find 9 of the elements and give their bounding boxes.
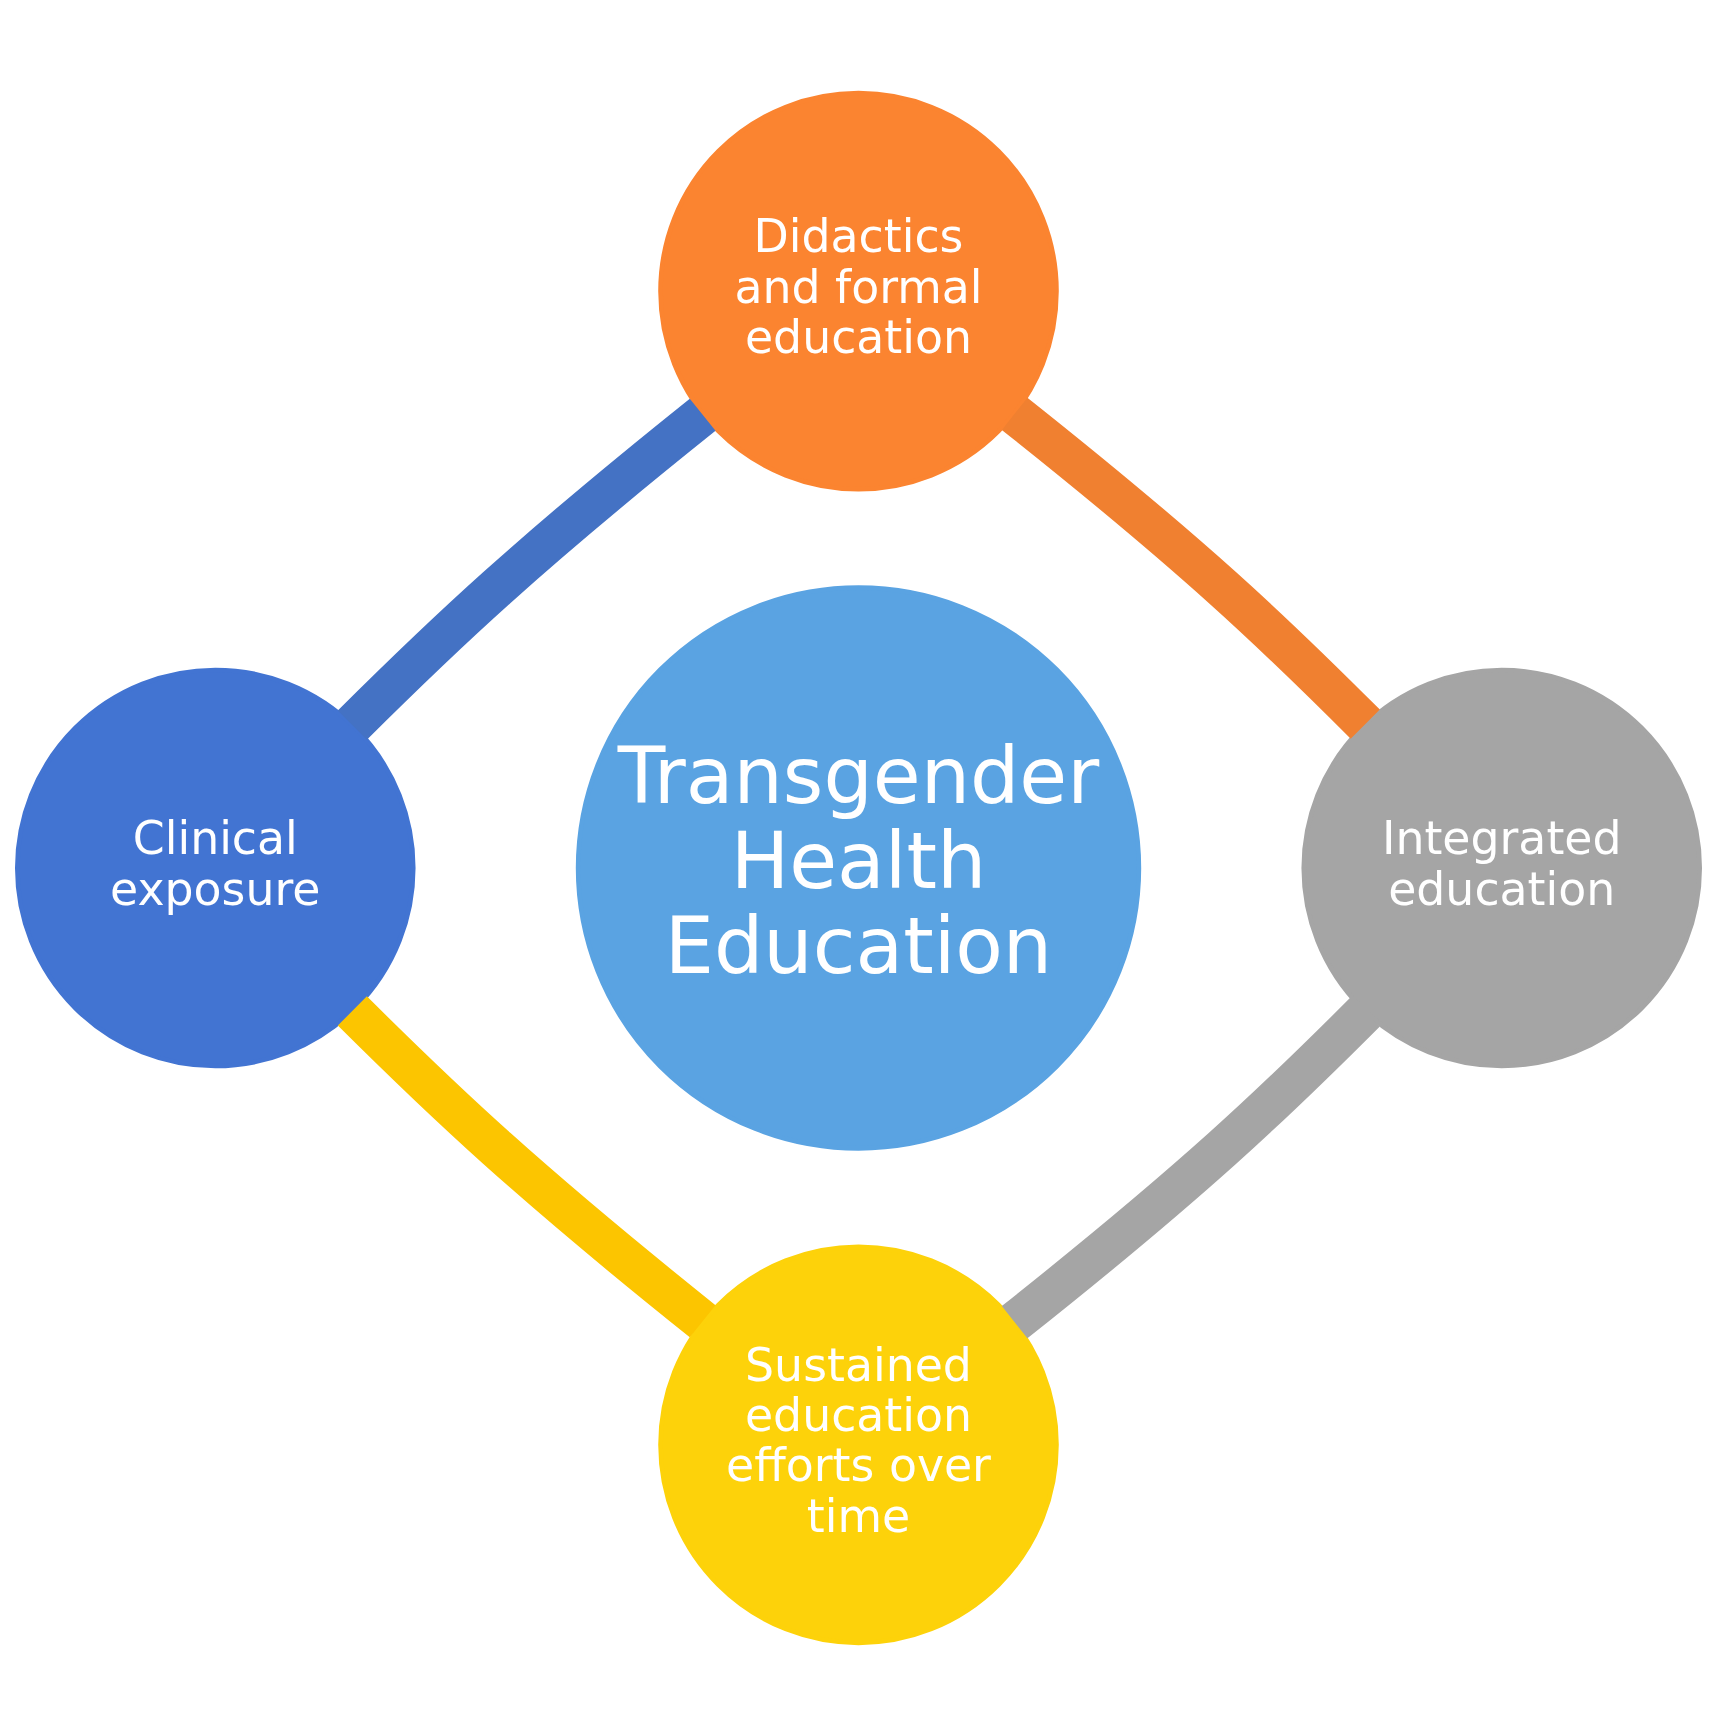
- connector: [337, 995, 716, 1337]
- connector: [1001, 397, 1380, 739]
- node-circle: Integrated education: [1301, 667, 1702, 1068]
- connector: [337, 398, 716, 740]
- node-circle: Clinical exposure: [15, 667, 416, 1068]
- node-circle: Didactics and formal education: [658, 90, 1059, 491]
- node-circle: Sustained education efforts over time: [658, 1244, 1059, 1645]
- node-circle: Transgender Health Education: [575, 584, 1142, 1151]
- connector: [1001, 996, 1380, 1338]
